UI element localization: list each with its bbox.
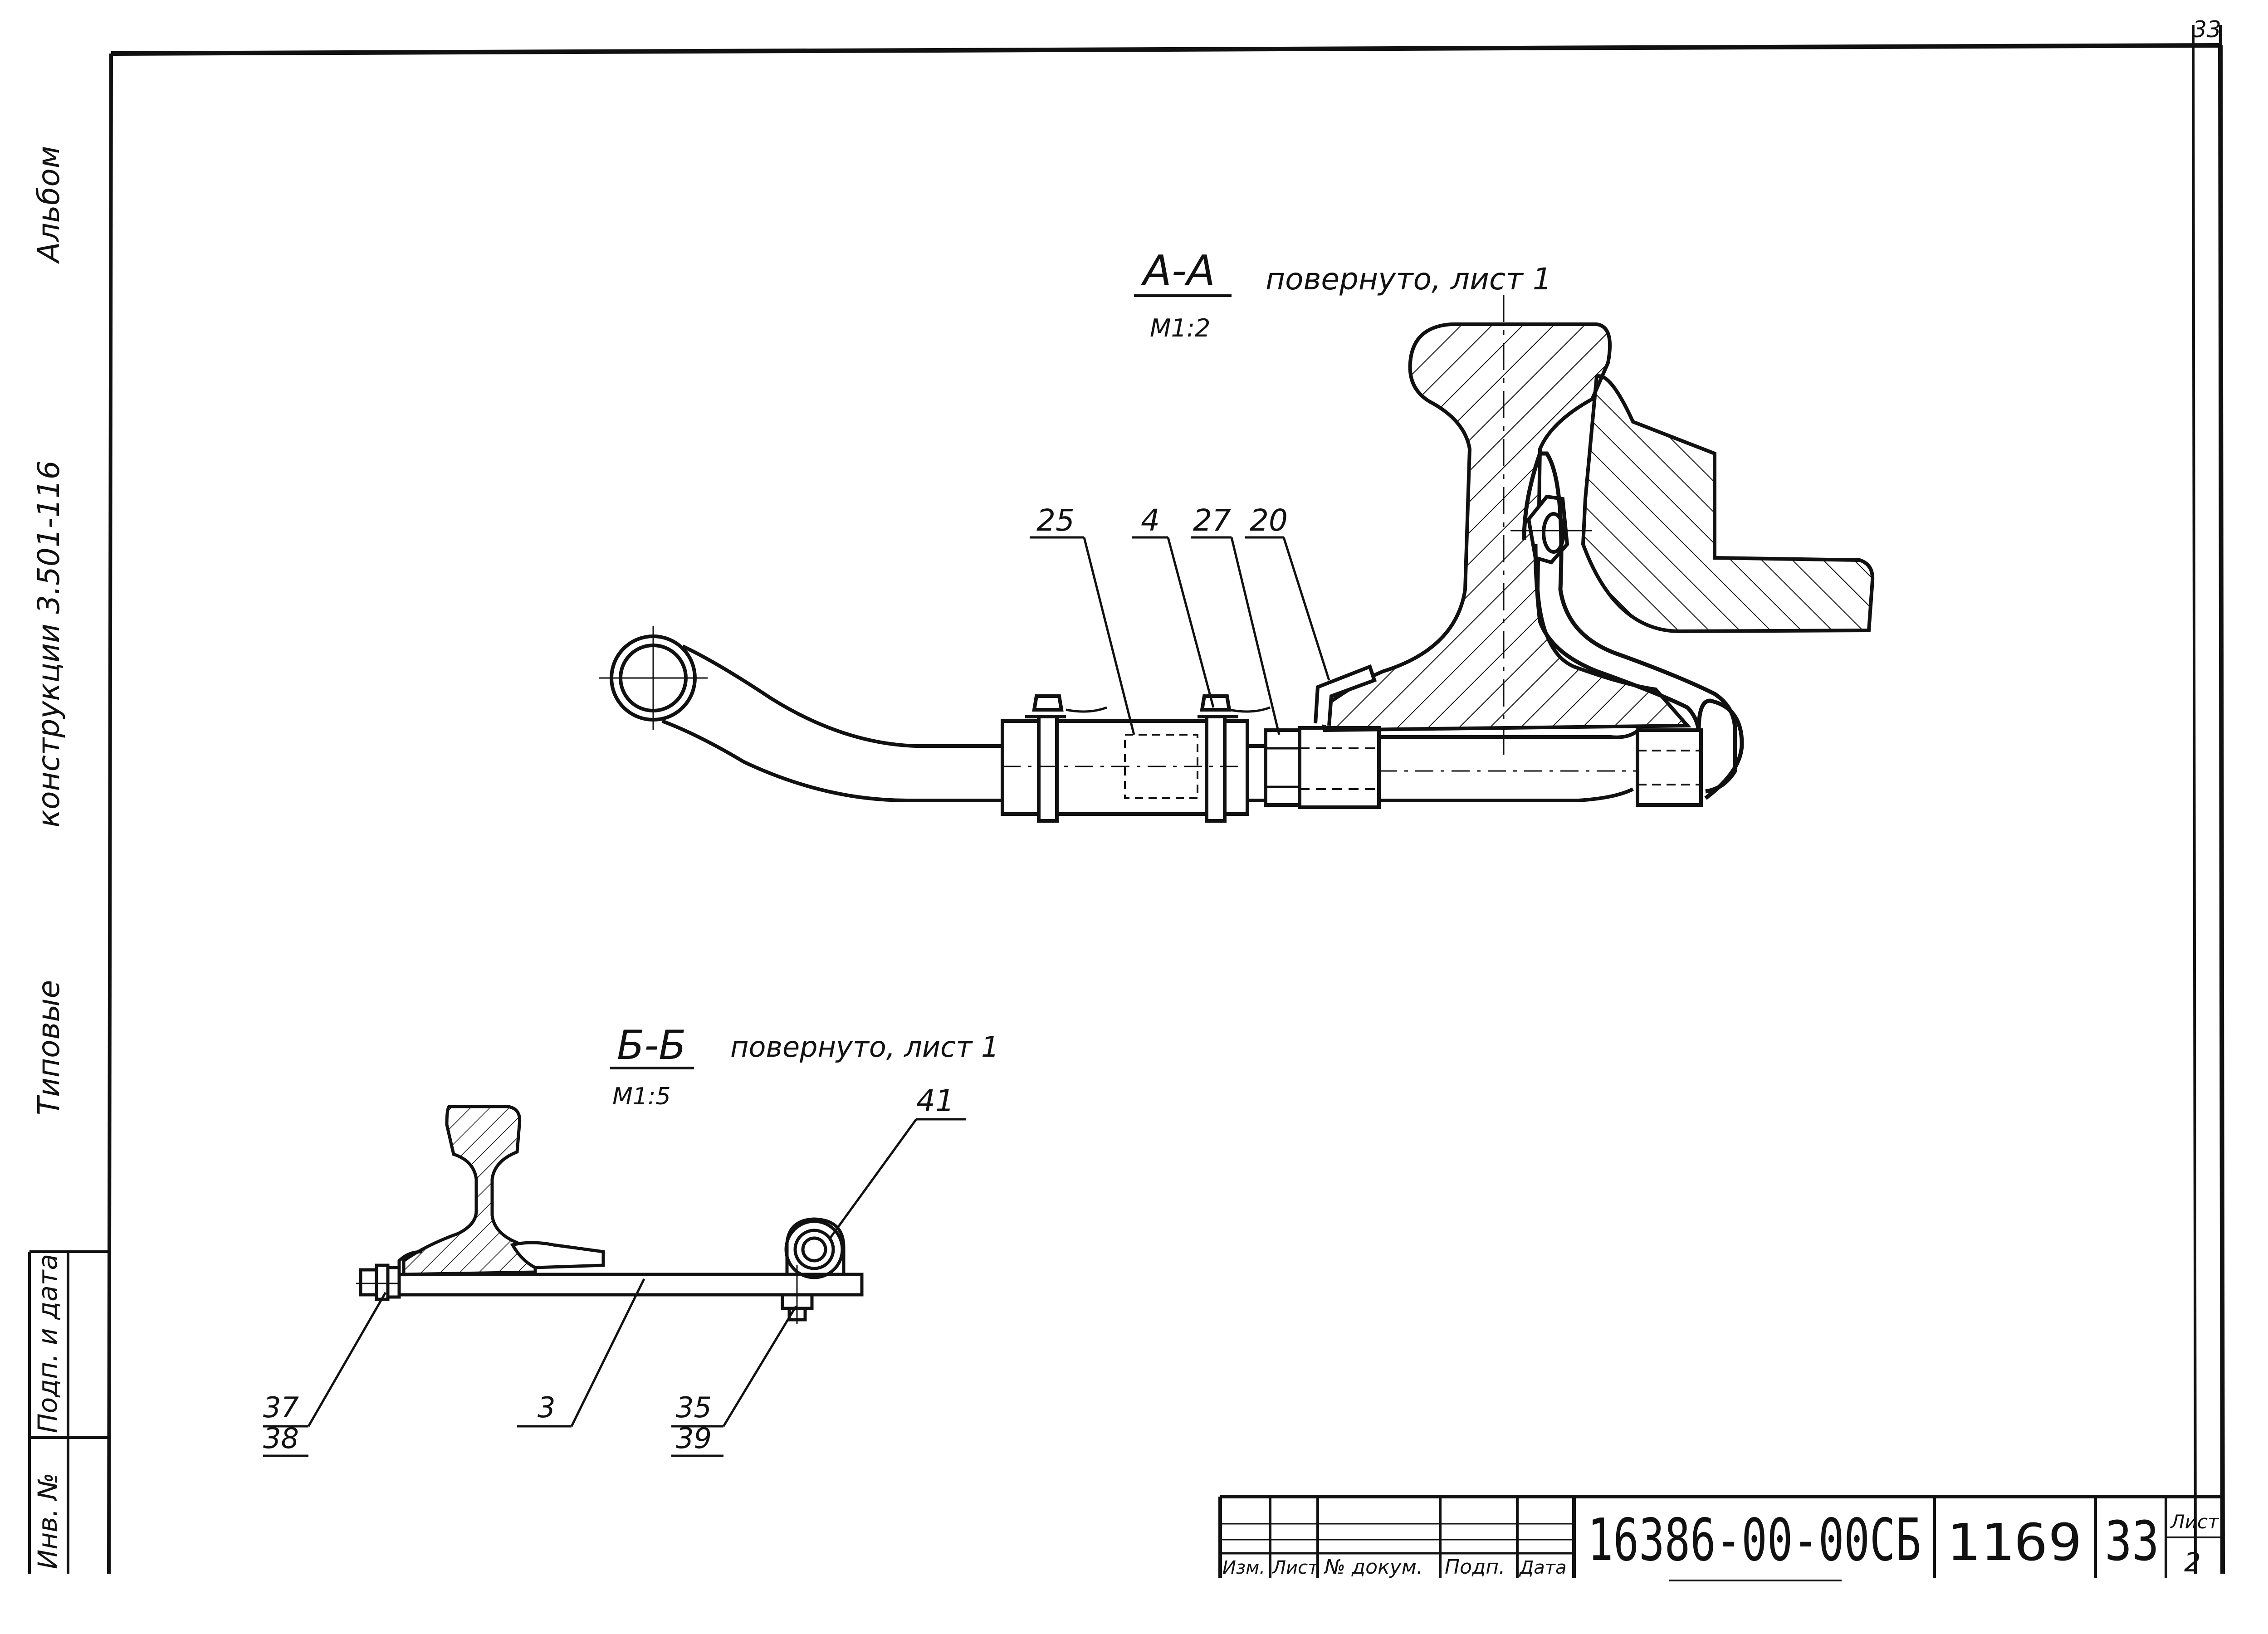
section-a-scale: М1:2 — [1150, 314, 1211, 342]
end-nut-a — [1636, 728, 1703, 807]
section-a-callouts — [1030, 536, 1330, 735]
base-plate-3 — [395, 1273, 864, 1297]
hook-rod-a — [1522, 451, 1737, 794]
section-b-title: Б-Б повернуто, лист 1 М1:5 — [610, 1022, 999, 1110]
bolt-eye-a — [1542, 512, 1565, 554]
left-stamp — [28, 1250, 109, 1574]
clamp-b — [510, 1241, 605, 1269]
pipe-41-inner — [793, 1229, 835, 1270]
section-b-scale: М1:5 — [612, 1083, 671, 1110]
callout-39: 39 — [676, 1422, 712, 1455]
callout-25: 25 — [1036, 503, 1075, 538]
side-strip-series: конструкции 3.501-116 — [31, 460, 66, 827]
clamp-block-a — [1581, 374, 1875, 634]
tb-header-sign: Подп. — [1445, 1556, 1505, 1579]
sleeve-25 — [1001, 719, 1249, 816]
sheet-frame — [107, 24, 2225, 1574]
section-b-callouts — [263, 1118, 966, 1457]
tb-header-izm: Изм. — [1222, 1557, 1265, 1578]
clamp-ring-left — [1037, 715, 1059, 823]
callout-37: 37 — [263, 1391, 299, 1424]
side-strip-title: Альбом — [31, 146, 66, 264]
section-b-drawing — [356, 1105, 864, 1324]
side-strip: Альбом конструкции 3.501-116 Типовые — [31, 146, 66, 1115]
tb-header-doc: № докум. — [1323, 1556, 1423, 1579]
hook-bend-a — [1696, 698, 1744, 800]
tb-sheet-number: 33 — [2105, 1510, 2159, 1573]
nut-27 — [1264, 728, 1301, 807]
hook-rod-a-outer — [1533, 544, 1701, 753]
callout-35: 35 — [676, 1391, 712, 1424]
title-block — [1218, 1495, 2223, 1581]
tb-header-list: Лист — [1271, 1557, 1319, 1578]
stamp-inv-no: Инв. № — [32, 1473, 63, 1569]
callout-20: 20 — [1250, 503, 1288, 538]
callout-3: 3 — [538, 1391, 555, 1424]
callout-41: 41 — [916, 1083, 954, 1118]
tb-header-date: Дата — [1519, 1557, 1567, 1578]
callout-27: 27 — [1193, 503, 1231, 538]
clamp-ring-right — [1205, 715, 1227, 823]
bolt-37 — [359, 1268, 378, 1297]
fork-20 — [1314, 664, 1377, 726]
tb-sheet-label: Лист — [2170, 1511, 2219, 1533]
section-b-label: Б-Б — [617, 1022, 686, 1068]
section-a-label: А-А — [1141, 246, 1215, 295]
corner-mark: 33 — [2192, 16, 2221, 43]
pipe-bent-a-bottom — [661, 719, 1002, 802]
tb-sheet-value: 2 — [2184, 1547, 2201, 1578]
stamp-sign-date: Подп. и дата — [32, 1254, 63, 1433]
tb-doc-number: 16386-00-00СБ — [1588, 1507, 1921, 1574]
side-strip-typical: Типовые — [31, 980, 66, 1115]
pipe-bent-a-top — [682, 644, 1002, 748]
section-a-note: повернуто, лист 1 — [1266, 262, 1552, 297]
callout-38: 38 — [263, 1422, 299, 1455]
tb-code: 1169 — [1946, 1513, 2082, 1572]
section-a-drawing — [599, 295, 1875, 823]
section-a-title: А-А повернуто, лист 1 М1:2 — [1134, 246, 1552, 342]
section-b-note: повернуто, лист 1 — [730, 1030, 999, 1063]
callout-4: 4 — [1141, 503, 1160, 538]
tube-20 — [1298, 726, 1381, 809]
